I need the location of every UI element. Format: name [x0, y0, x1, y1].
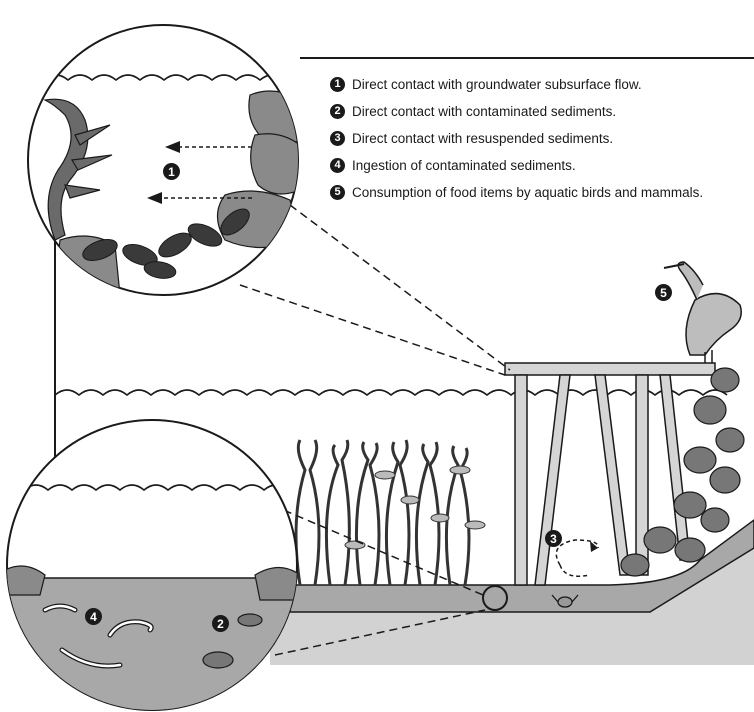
- legend-number-badge: 4: [330, 158, 345, 173]
- legend-text: Direct contact with groundwater subsurfa…: [352, 77, 642, 92]
- eelgrass-icon: [296, 440, 469, 585]
- legend-item-3: 3 Direct contact with resuspended sedime…: [330, 126, 750, 150]
- legend-item-1: 1 Direct contact with groundwater subsur…: [330, 72, 750, 96]
- pathway-marker-2: 2: [212, 615, 229, 632]
- legend-number-badge: 1: [330, 77, 345, 92]
- legend-text: Consumption of food items by aquatic bir…: [352, 185, 703, 200]
- top-inset-circle: [20, 25, 308, 296]
- heron-icon: [664, 262, 741, 363]
- water-surface: [55, 390, 727, 395]
- legend-item-4: 4 Ingestion of contaminated sediments.: [330, 153, 750, 177]
- legend-item-5: 5 Consumption of food items by aquatic b…: [330, 180, 750, 204]
- bottom-inset-circle: [0, 420, 312, 712]
- pathway-marker-4: 4: [85, 608, 102, 625]
- legend-text: Direct contact with contaminated sedimen…: [352, 104, 616, 119]
- legend-text: Direct contact with resuspended sediment…: [352, 131, 613, 146]
- legend: 1 Direct contact with groundwater subsur…: [330, 72, 750, 207]
- legend-number-badge: 5: [330, 185, 345, 200]
- legend-item-2: 2 Direct contact with contaminated sedim…: [330, 99, 750, 123]
- pathway-marker-3: 3: [545, 530, 562, 547]
- pathway-marker-1: 1: [163, 163, 180, 180]
- pathway-marker-5: 5: [655, 284, 672, 301]
- legend-text: Ingestion of contaminated sediments.: [352, 158, 576, 173]
- legend-number-badge: 3: [330, 131, 345, 146]
- legend-number-badge: 2: [330, 104, 345, 119]
